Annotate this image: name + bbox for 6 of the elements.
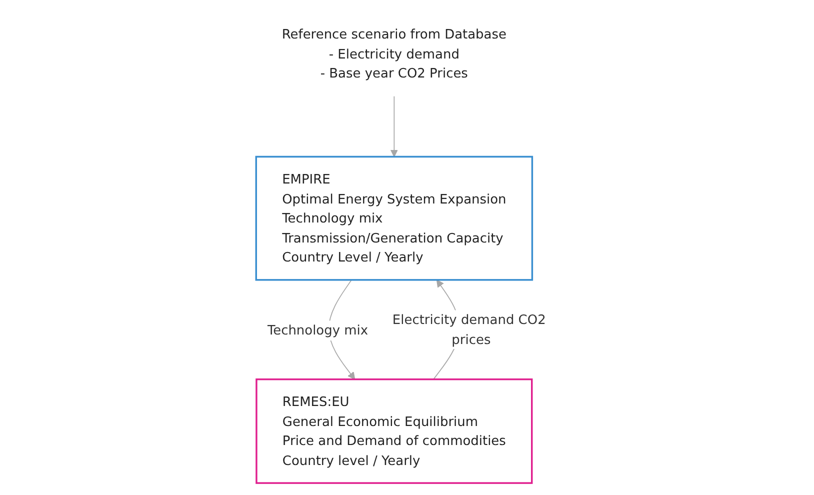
- node-text: Reference scenario from Database - Electricity demand - Base year CO2 Prices: [282, 26, 507, 82]
- edge-label: Technology mix: [268, 322, 368, 338]
- arrow: [390, 96, 398, 158]
- node-box: REMES:EU General Economic Equilibrium Price and Demand of commodities Country level / Yearly: [256, 378, 533, 484]
- node-box: EMPIRE Optimal Energy System Expansion Technology mix Transmission/Generation Capacity Country Level / Yearly: [255, 156, 534, 281]
- edge-label: Electricity demand CO2 prices: [392, 312, 546, 347]
